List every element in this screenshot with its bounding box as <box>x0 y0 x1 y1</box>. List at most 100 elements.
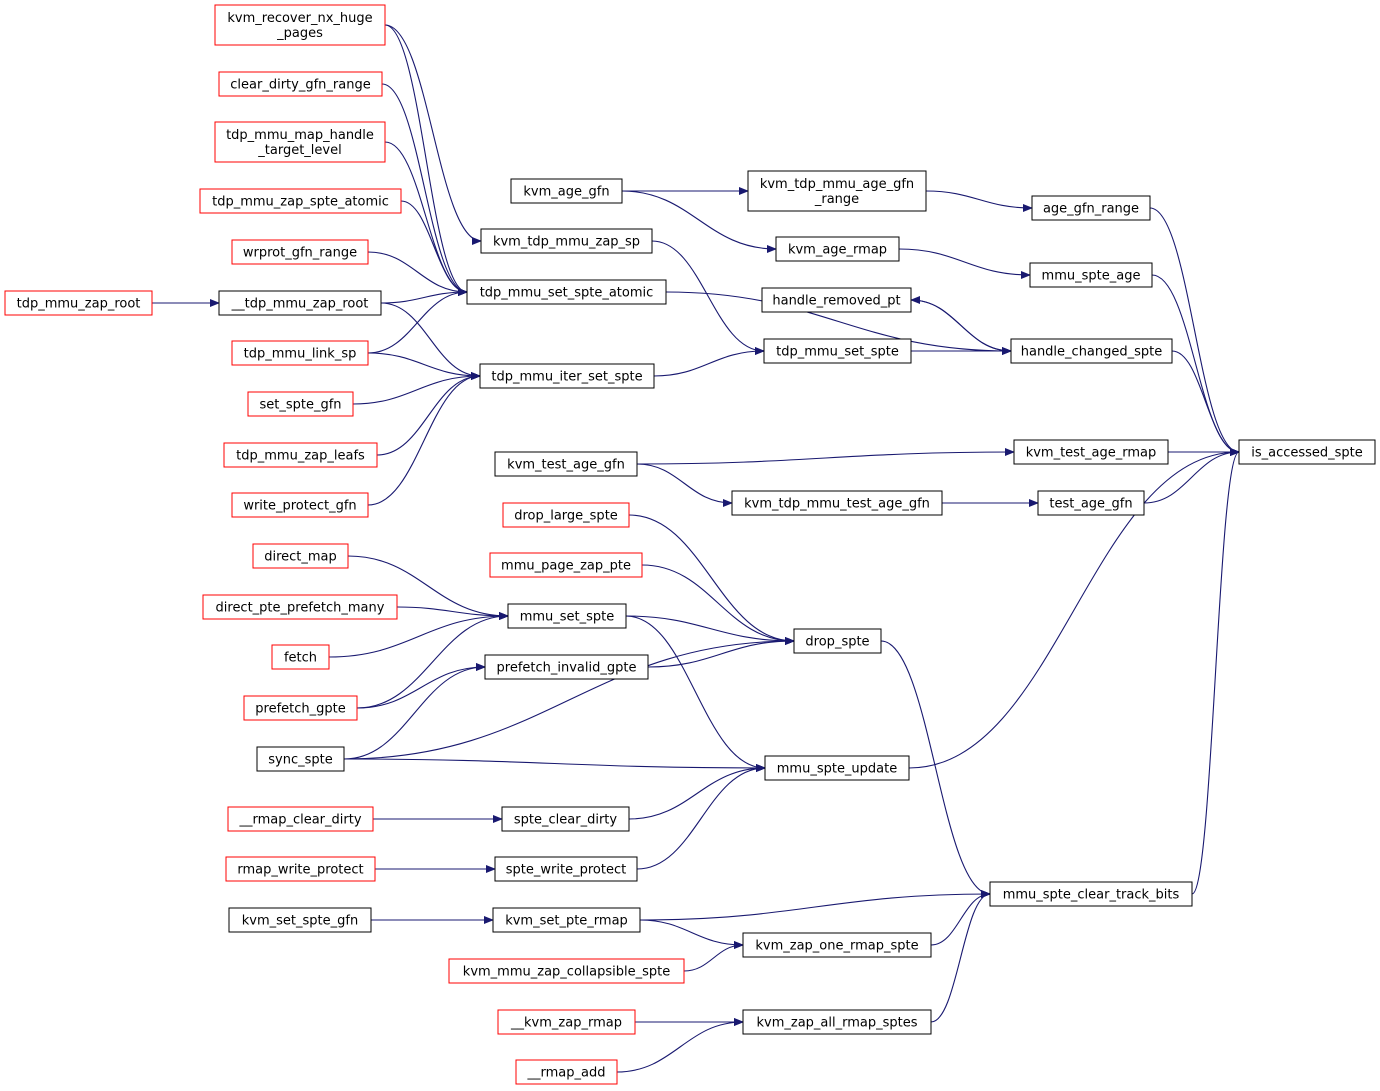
edge-age_gfn_range-to-is_accessed_spte <box>1149 207 1240 456</box>
node-drop_spte[interactable]: drop_spte <box>793 628 882 654</box>
node-label-age_gfn_range: age_gfn_range <box>1043 202 1139 217</box>
node-label-clear_dirty_gfn_range: clear_dirty_gfn_range <box>230 78 370 93</box>
edge-kvm_test_age_gfn-to-kvm_test_age_rmap <box>636 448 1015 465</box>
node-mmu_set_spte[interactable]: mmu_set_spte <box>507 603 627 629</box>
node-box-tdp_mmu_zap_root <box>4 290 153 316</box>
edge-kvm_tdp_mmu_age_gfn_range-to-age_gfn_range <box>925 190 1033 212</box>
node-set_spte_gfn[interactable]: set_spte_gfn <box>247 391 354 417</box>
node-kvm_set_pte_rmap[interactable]: kvm_set_pte_rmap <box>492 907 641 933</box>
node-label-__rmap_add: __rmap_add <box>527 1066 606 1081</box>
node-write_protect_gfn[interactable]: write_protect_gfn <box>231 492 369 518</box>
edge-wrprot_gfn_range-to-tdp_mmu_set_spte_atomic <box>367 251 468 296</box>
node-label-kvm_zap_all_rmap_sptes: kvm_zap_all_rmap_sptes <box>756 1016 917 1031</box>
edge-direct_pte_prefetch_many-to-mmu_set_spte <box>396 606 509 620</box>
node-kvm_age_gfn[interactable]: kvm_age_gfn <box>510 178 623 204</box>
node-box-sync_spte <box>256 746 345 772</box>
node-label-kvm_test_age_rmap: kvm_test_age_rmap <box>1026 446 1157 461</box>
node-label-mmu_spte_clear_track_bits: mmu_spte_clear_track_bits <box>1003 888 1180 903</box>
node-kvm_test_age_rmap[interactable]: kvm_test_age_rmap <box>1013 439 1169 465</box>
node-tdp_mmu_map_handle_target_level[interactable]: tdp_mmu_map_handle_target_level <box>214 121 386 163</box>
node-__rmap_add[interactable]: __rmap_add <box>515 1059 618 1085</box>
node-handle_removed_pt[interactable]: handle_removed_pt <box>761 287 912 313</box>
node-tdp_mmu_link_sp[interactable]: tdp_mmu_link_sp <box>231 340 369 366</box>
node-box-kvm_mmu_zap_collapsible_spte <box>448 958 685 984</box>
node-prefetch_invalid_gpte[interactable]: prefetch_invalid_gpte <box>484 654 649 680</box>
node-drop_large_spte[interactable]: drop_large_spte <box>502 502 630 528</box>
node-box-wrprot_gfn_range <box>231 239 369 265</box>
node-label-handle_removed_pt: handle_removed_pt <box>772 294 900 309</box>
node-label-tdp_mmu_zap_spte_atomic: tdp_mmu_zap_spte_atomic <box>212 195 389 210</box>
node-box-__tdp_mmu_zap_root <box>218 290 382 316</box>
node-spte_clear_dirty[interactable]: spte_clear_dirty <box>501 806 630 832</box>
node-mmu_spte_age[interactable]: mmu_spte_age <box>1029 262 1153 288</box>
node-box-spte_clear_dirty <box>501 806 630 832</box>
node-label-drop_spte: drop_spte <box>805 635 869 650</box>
edge-mmu_set_spte-to-drop_spte <box>625 615 795 645</box>
edge-clear_dirty_gfn_range-to-tdp_mmu_set_spte_atomic <box>381 83 468 296</box>
node-direct_map[interactable]: direct_map <box>252 543 349 569</box>
node-__kvm_zap_rmap[interactable]: __kvm_zap_rmap <box>497 1009 636 1035</box>
node-is_accessed_spte[interactable]: is_accessed_spte <box>1238 439 1376 465</box>
node-box-mmu_spte_update <box>764 755 910 781</box>
node-label-spte_write_protect: spte_write_protect <box>506 863 626 878</box>
edge-kvm_age_rmap-to-mmu_spte_age <box>898 248 1031 279</box>
node-mmu_page_zap_pte[interactable]: mmu_page_zap_pte <box>489 552 643 578</box>
node-kvm_test_age_gfn[interactable]: kvm_test_age_gfn <box>494 451 638 477</box>
node-tdp_mmu_set_spte[interactable]: tdp_mmu_set_spte <box>763 338 912 364</box>
node-kvm_zap_one_rmap_spte[interactable]: kvm_zap_one_rmap_spte <box>742 932 932 958</box>
node-label-write_protect_gfn: write_protect_gfn <box>243 499 356 514</box>
node-kvm_tdp_mmu_age_gfn_range[interactable]: kvm_tdp_mmu_age_gfn_range <box>747 170 927 212</box>
node-mmu_spte_clear_track_bits[interactable]: mmu_spte_clear_track_bits <box>989 881 1193 907</box>
node-tdp_mmu_zap_spte_atomic[interactable]: tdp_mmu_zap_spte_atomic <box>199 188 402 214</box>
node-handle_changed_spte[interactable]: handle_changed_spte <box>1010 338 1173 364</box>
edge-prefetch_gpte-to-prefetch_invalid_gpte <box>356 663 486 709</box>
node-box-mmu_spte_clear_track_bits <box>989 881 1193 907</box>
node-kvm_zap_all_rmap_sptes[interactable]: kvm_zap_all_rmap_sptes <box>742 1009 932 1035</box>
node-prefetch_gpte[interactable]: prefetch_gpte <box>243 695 358 721</box>
node-test_age_gfn[interactable]: test_age_gfn <box>1037 490 1145 516</box>
node-label-tdp_mmu_map_handle_target_level: tdp_mmu_map_handle <box>226 128 374 143</box>
node-box-kvm_recover_nx_huge_pages <box>214 4 386 46</box>
node-wrprot_gfn_range[interactable]: wrprot_gfn_range <box>231 239 369 265</box>
node-kvm_mmu_zap_collapsible_spte[interactable]: kvm_mmu_zap_collapsible_spte <box>448 958 685 984</box>
edge-direct_map-to-mmu_set_spte <box>347 555 509 620</box>
node-label-kvm_recover_nx_huge_pages: _pages <box>276 26 323 41</box>
edge-kvm_recover_nx_huge_pages-to-kvm_tdp_mmu_zap_sp <box>384 24 482 245</box>
edge-kvm_age_gfn-to-kvm_age_rmap <box>621 190 777 253</box>
node-label-kvm_age_gfn: kvm_age_gfn <box>523 185 609 200</box>
node-kvm_age_rmap[interactable]: kvm_age_rmap <box>775 236 900 262</box>
node-rmap_write_protect[interactable]: rmap_write_protect <box>225 856 376 882</box>
node-__tdp_mmu_zap_root[interactable]: __tdp_mmu_zap_root <box>218 290 382 316</box>
edge-kvm_test_age_gfn-to-kvm_tdp_mmu_test_age_gfn <box>636 463 733 507</box>
node-__rmap_clear_dirty[interactable]: __rmap_clear_dirty <box>227 806 374 832</box>
node-tdp_mmu_set_spte_atomic[interactable]: tdp_mmu_set_spte_atomic <box>466 279 667 305</box>
node-box-kvm_zap_one_rmap_spte <box>742 932 932 958</box>
node-clear_dirty_gfn_range[interactable]: clear_dirty_gfn_range <box>218 71 383 97</box>
node-box-kvm_age_rmap <box>775 236 900 262</box>
node-spte_write_protect[interactable]: spte_write_protect <box>494 856 638 882</box>
node-age_gfn_range[interactable]: age_gfn_range <box>1031 195 1151 221</box>
node-tdp_mmu_zap_root[interactable]: tdp_mmu_zap_root <box>4 290 153 316</box>
node-sync_spte[interactable]: sync_spte <box>256 746 345 772</box>
node-kvm_tdp_mmu_test_age_gfn[interactable]: kvm_tdp_mmu_test_age_gfn <box>731 490 943 516</box>
node-tdp_mmu_zap_leafs[interactable]: tdp_mmu_zap_leafs <box>223 442 378 468</box>
node-direct_pte_prefetch_many[interactable]: direct_pte_prefetch_many <box>202 594 398 620</box>
edge-sync_spte-to-mmu_spte_update <box>343 758 766 772</box>
edge-test_age_gfn-to-is_accessed_spte <box>1143 448 1240 504</box>
edge-set_spte_gfn-to-tdp_mmu_iter_set_spte <box>352 372 481 405</box>
edge-tdp_mmu_set_spte_atomic-to-handle_changed_spte <box>665 291 1012 355</box>
node-label-direct_pte_prefetch_many: direct_pte_prefetch_many <box>216 601 385 616</box>
edge-fetch-to-mmu_set_spte <box>328 612 509 658</box>
node-tdp_mmu_iter_set_spte[interactable]: tdp_mmu_iter_set_spte <box>479 363 655 389</box>
node-mmu_spte_update[interactable]: mmu_spte_update <box>764 755 910 781</box>
edge-spte_clear_dirty-to-mmu_spte_update <box>628 764 766 820</box>
node-kvm_recover_nx_huge_pages[interactable]: kvm_recover_nx_huge_pages <box>214 4 386 46</box>
node-label-kvm_set_pte_rmap: kvm_set_pte_rmap <box>505 914 628 929</box>
node-label-kvm_age_rmap: kvm_age_rmap <box>788 243 887 258</box>
node-kvm_tdp_mmu_zap_sp[interactable]: kvm_tdp_mmu_zap_sp <box>480 228 653 254</box>
node-box-drop_spte <box>793 628 882 654</box>
node-box-fetch <box>271 644 330 670</box>
node-fetch[interactable]: fetch <box>271 644 330 670</box>
node-label-fetch: fetch <box>284 651 317 666</box>
node-kvm_set_spte_gfn[interactable]: kvm_set_spte_gfn <box>228 907 372 933</box>
